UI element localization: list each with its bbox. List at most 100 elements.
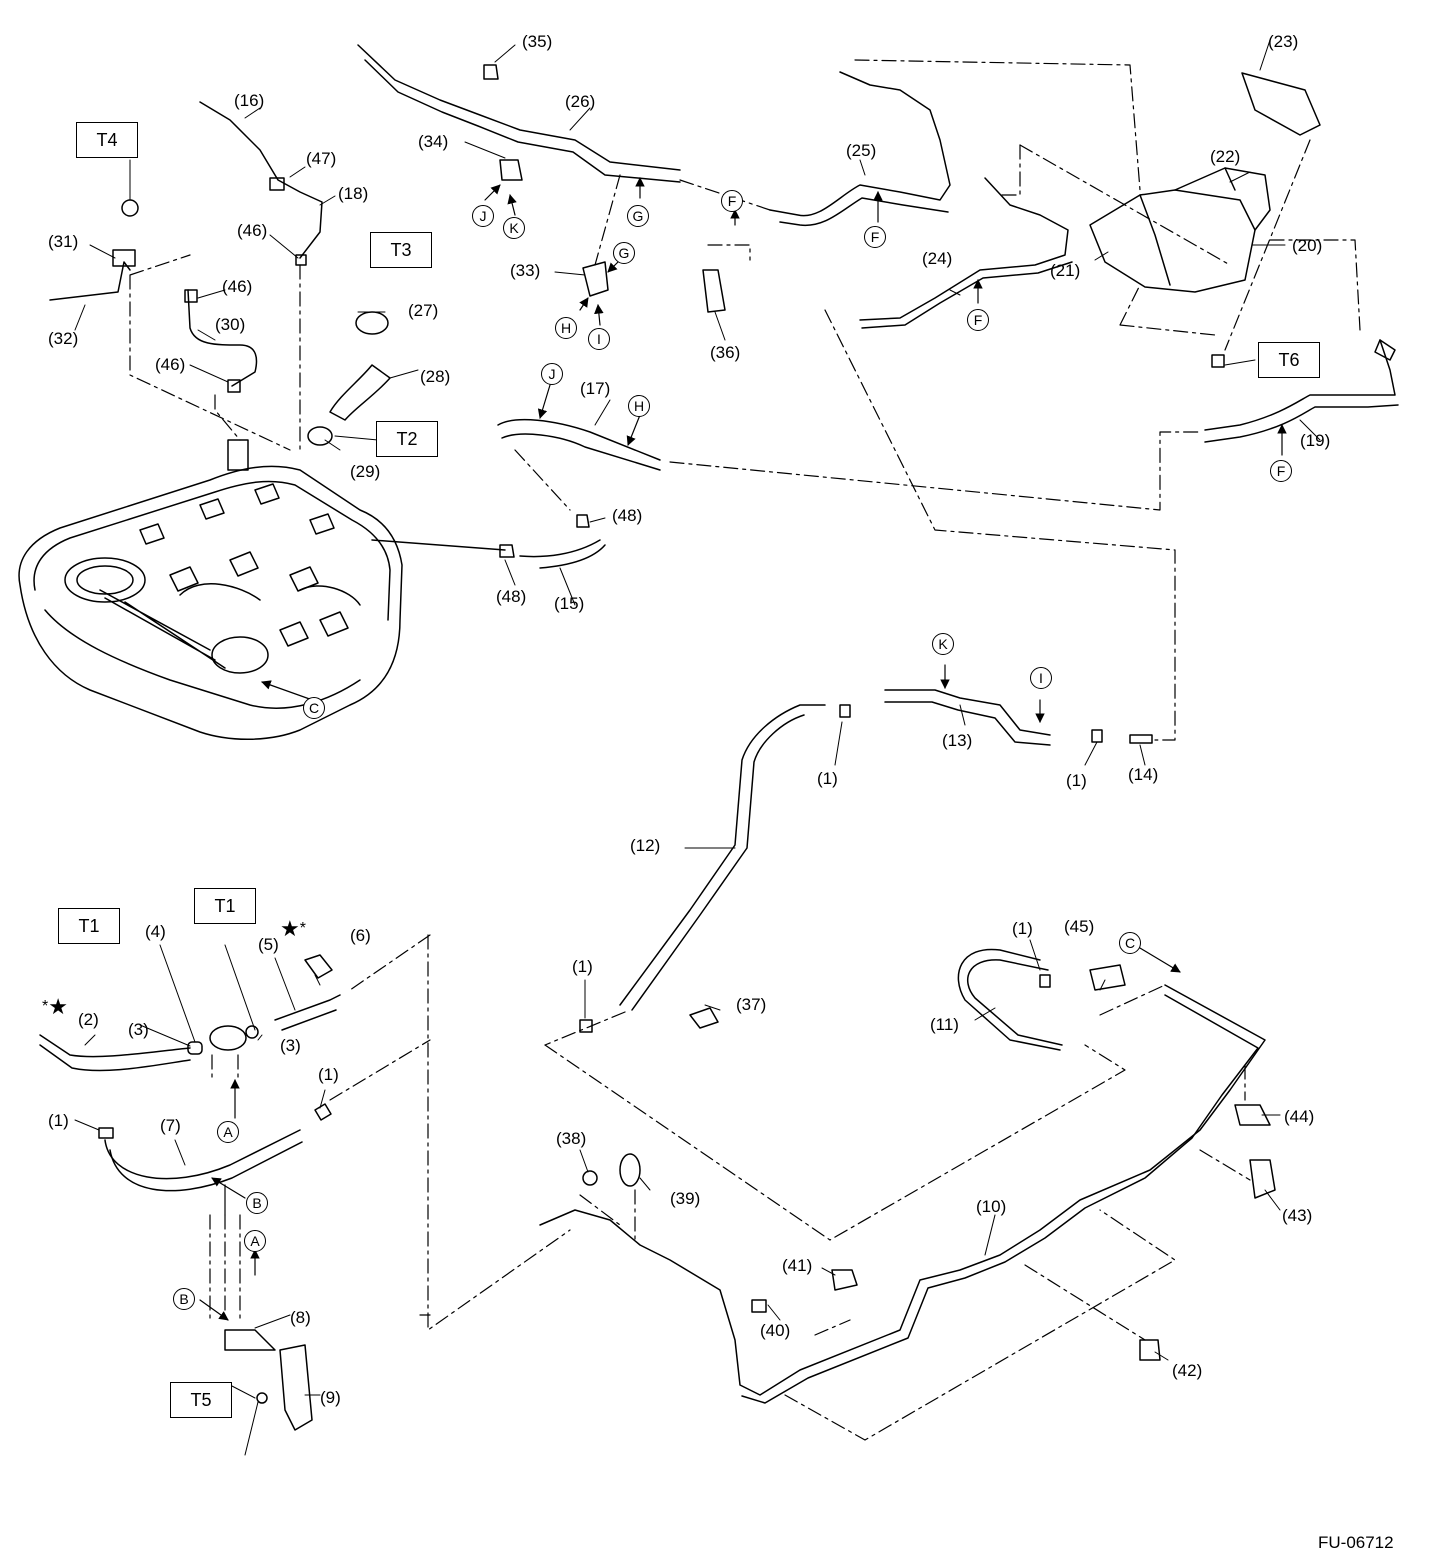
part-label-1-lower-left: (1) [48, 1111, 69, 1130]
connection-mark-j-lower: J [541, 363, 563, 385]
connection-mark-f-hose-25: F [864, 226, 886, 248]
part-label-6: (6) [350, 926, 371, 945]
part-label-26: (26) [565, 92, 596, 111]
connection-mark-i-lower: I [1030, 667, 1052, 689]
part-label-4: (4) [145, 922, 166, 941]
star-mark-left: *★ [42, 996, 68, 1018]
part-label-44: (44) [1284, 1107, 1315, 1126]
connection-mark-k-upper: K [503, 217, 525, 239]
connection-mark-h-lower: H [628, 395, 650, 417]
torque-box-t3: T3 [370, 232, 432, 268]
torque-box-t1-right: T1 [194, 888, 256, 924]
part-label-5: (5) [258, 935, 279, 954]
part-label-33: (33) [510, 261, 541, 280]
leader-lines [74, 39, 1321, 1456]
connection-mark-f-hose-24: F [967, 309, 989, 331]
connection-mark-f-hose-19: F [1270, 460, 1292, 482]
connection-mark-h-upper: H [555, 317, 577, 339]
part-label-27: (27) [408, 301, 439, 320]
part-label-13: (13) [942, 731, 973, 750]
fuel-tank [18, 439, 403, 741]
connection-mark-b-left: B [173, 1288, 195, 1310]
connection-mark-g-lower: G [613, 242, 635, 264]
fuel-pipes [39, 689, 1266, 1404]
part-label-42: (42) [1172, 1361, 1203, 1380]
connection-mark-c-pipe: C [1119, 932, 1141, 954]
part-label-48-left: (48) [496, 587, 527, 606]
asterisk-mark-left: * [42, 998, 49, 1015]
star-mark-right: ★* [280, 918, 306, 940]
part-label-45: (45) [1064, 917, 1095, 936]
part-label-29: (29) [350, 462, 381, 481]
connection-mark-a-lower: A [244, 1230, 266, 1252]
part-label-1-lower-right: (1) [318, 1065, 339, 1084]
part-label-31: (31) [48, 232, 79, 251]
part-label-2: (2) [78, 1010, 99, 1029]
connection-mark-k-lower: K [932, 633, 954, 655]
part-label-23: (23) [1268, 32, 1299, 51]
part-label-22: (22) [1210, 147, 1241, 166]
part-label-17: (17) [580, 379, 611, 398]
torque-box-t2: T2 [376, 421, 438, 457]
connection-mark-c-tank: C [303, 697, 325, 719]
part-label-35: (35) [522, 32, 553, 51]
part-label-47: (47) [306, 149, 337, 168]
part-label-39: (39) [670, 1189, 701, 1208]
part-label-16: (16) [234, 91, 265, 110]
part-label-12: (12) [630, 836, 661, 855]
upper-hoses [357, 44, 1399, 443]
connection-mark-i-upper: I [588, 328, 610, 350]
part-label-46-top: (46) [237, 221, 268, 240]
figure-code: FU-06712 [1318, 1533, 1394, 1552]
part-label-15: (15) [554, 594, 585, 613]
part-label-25: (25) [846, 141, 877, 160]
star-symbol-right: ★ [280, 916, 300, 941]
part-label-37: (37) [736, 995, 767, 1014]
part-label-19: (19) [1300, 431, 1331, 450]
part-label-3-left: (3) [128, 1020, 149, 1039]
part-label-24: (24) [922, 249, 953, 268]
part-label-40: (40) [760, 1321, 791, 1340]
part-label-8: (8) [290, 1308, 311, 1327]
canister [1089, 72, 1321, 293]
part-label-28: (28) [420, 367, 451, 386]
part-label-18: (18) [338, 184, 369, 203]
part-label-48-right: (48) [612, 506, 643, 525]
part-label-14: (14) [1128, 765, 1159, 784]
part-label-1-right-mid: (1) [1012, 919, 1033, 938]
part-label-1-upper-right: (1) [1066, 771, 1087, 790]
part-label-1-mid: (1) [572, 957, 593, 976]
part-label-11: (11) [930, 1015, 959, 1034]
connection-mark-f-clip: F [721, 190, 743, 212]
part-label-20: (20) [1292, 236, 1323, 255]
connection-mark-g-upper: G [627, 205, 649, 227]
part-label-10: (10) [976, 1197, 1007, 1216]
part-label-46-low: (46) [155, 355, 186, 374]
star-symbol-left: ★ [48, 994, 68, 1019]
part-label-3-right: (3) [280, 1036, 301, 1055]
part-label-30: (30) [215, 315, 246, 334]
part-label-38: (38) [556, 1129, 587, 1148]
part-label-7: (7) [160, 1116, 181, 1135]
part-label-9: (9) [320, 1388, 341, 1407]
part-label-36: (36) [710, 343, 741, 362]
connection-mark-a-upper: A [217, 1121, 239, 1143]
small-parts [98, 64, 1396, 1431]
direction-arrows [199, 177, 1287, 1321]
asterisk-mark-right: * [299, 920, 306, 937]
torque-box-t6: T6 [1258, 342, 1320, 378]
torque-box-t4: T4 [76, 122, 138, 158]
torque-box-t1-left: T1 [58, 908, 120, 944]
part-label-1-upper-left: (1) [817, 769, 838, 788]
part-label-34: (34) [418, 132, 449, 151]
connection-mark-j-upper: J [472, 205, 494, 227]
part-label-41: (41) [782, 1256, 813, 1275]
torque-box-t5: T5 [170, 1382, 232, 1418]
part-label-43: (43) [1282, 1206, 1313, 1225]
part-label-21: (21) [1050, 261, 1081, 280]
connection-mark-b-right: B [246, 1192, 268, 1214]
phantom-lines [129, 59, 1361, 1441]
part-label-32: (32) [48, 329, 79, 348]
tank-hoses [49, 101, 661, 569]
